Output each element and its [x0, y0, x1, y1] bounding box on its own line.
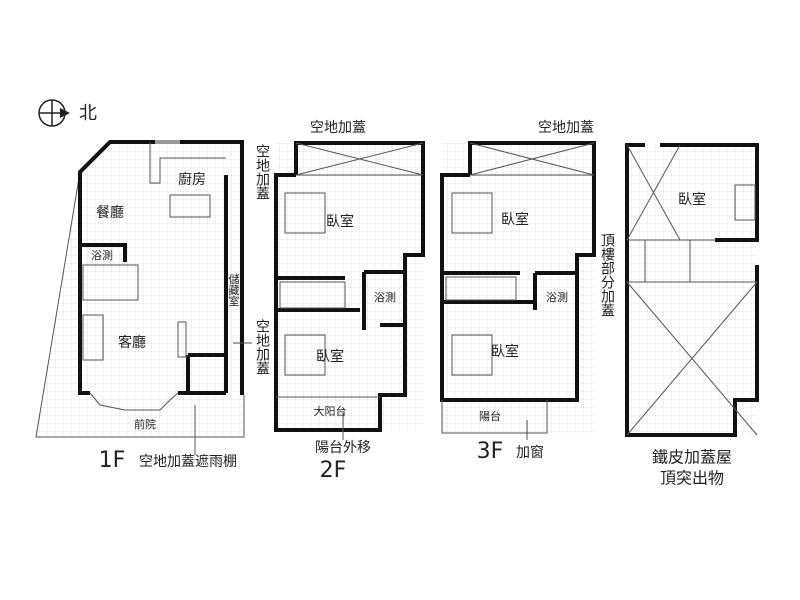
room-bath-2f: 浴測: [374, 290, 396, 304]
floor-1-plan: [35, 140, 252, 455]
room-bath-3f: 浴測: [546, 290, 568, 304]
room-kitchen: 廚房: [178, 171, 206, 188]
roof-plan: [625, 143, 759, 437]
floor1-title: 1F: [99, 448, 126, 473]
floor1-side-note-top: 空地加蓋: [254, 144, 270, 200]
compass-north-arrow-icon: [38, 99, 70, 127]
floor3-side-note: 頂樓部分加蓋: [599, 233, 615, 317]
room-bedroom-2f-1: 臥室: [326, 213, 354, 230]
roof-note-line1: 鐵皮加蓋屋: [652, 448, 732, 467]
floor2-title: 2F: [320, 458, 347, 483]
floor3-title: 3F: [477, 439, 504, 464]
room-bedroom-roof: 臥室: [678, 191, 706, 208]
room-balcony-2f: 大阳台: [314, 404, 347, 418]
floor3-top-note: 空地加蓋: [538, 120, 594, 136]
room-yard: 前院: [134, 417, 156, 431]
room-dining: 餐廳: [96, 204, 124, 221]
compass-label: 北: [79, 103, 97, 124]
room-balcony-3f: 陽台: [479, 409, 501, 423]
room-bath: 浴測: [91, 248, 113, 262]
floor2-balcony-note: 陽台外移: [315, 440, 371, 456]
roof-note-line2: 頂突出物: [660, 469, 724, 488]
floor-3-plan: [440, 141, 596, 440]
room-living: 客廳: [118, 334, 146, 351]
floor1-side-note-bottom: 空地加蓋: [254, 319, 270, 375]
floor1-note: 空地加蓋遮雨棚: [139, 454, 237, 470]
room-bedroom-3f-2: 臥室: [491, 343, 519, 360]
room-bedroom-2f-2: 臥室: [316, 348, 344, 365]
room-bedroom-3f-1: 臥室: [501, 211, 529, 228]
floor2-top-note: 空地加蓋: [310, 120, 366, 136]
floor-2-plan: [274, 141, 425, 440]
room-storage: 儲藏室: [227, 273, 240, 306]
floor3-window-note: 加窗: [516, 444, 544, 461]
